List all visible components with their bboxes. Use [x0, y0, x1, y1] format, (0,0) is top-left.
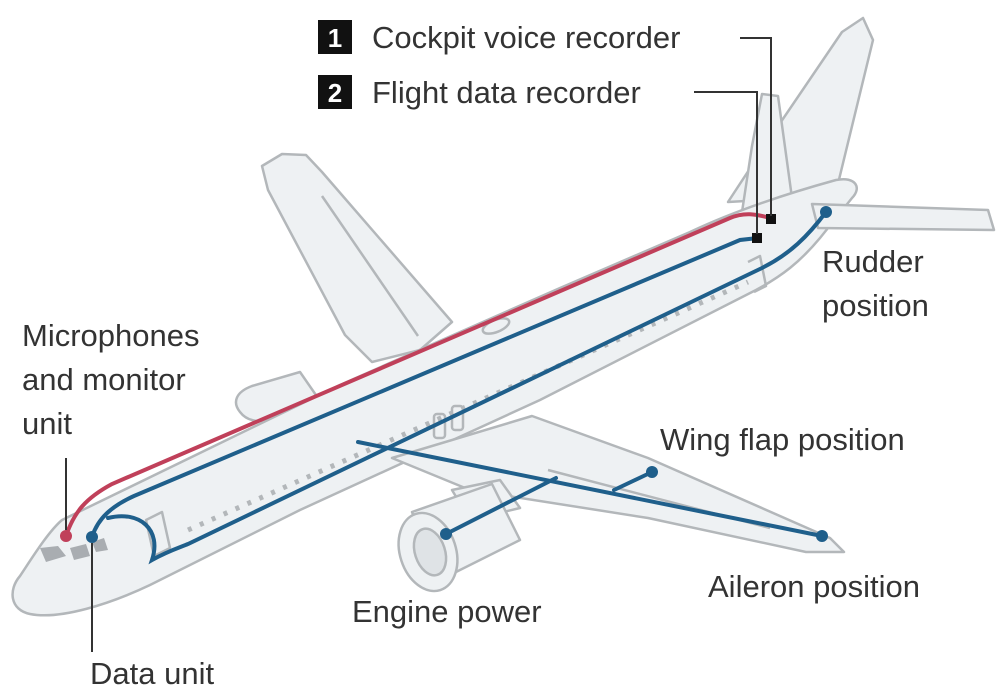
cockpit-voice-recorder-label: Cockpit voice recorder [372, 20, 680, 55]
badge-2 [318, 75, 352, 109]
rear-door [747, 254, 768, 294]
data-unit-label: Data unit [90, 656, 214, 691]
recorder-legend-2: 2 Flight data recorder [318, 75, 641, 110]
badge-1 [318, 20, 352, 54]
rudder-dot [820, 206, 832, 218]
far-wing [260, 152, 454, 364]
leader-lines [65, 37, 772, 652]
far-engine [234, 370, 320, 423]
data-recorder-marker [752, 233, 762, 243]
data-recorder-leader [694, 91, 758, 234]
engine-power-label: Engine power [352, 594, 542, 629]
microphones-dot [60, 530, 72, 542]
far-wing-flap-line [320, 195, 420, 337]
data-flap-branch [612, 470, 654, 492]
aileron-position-label: Aileron position [708, 569, 920, 604]
front-door [144, 510, 172, 558]
near-engine-intake-inner [412, 527, 448, 577]
flight-data-recorder-label: Flight data recorder [372, 75, 641, 110]
wing-flap-dot [646, 466, 658, 478]
data-loop-line [106, 210, 828, 565]
rudder-position-label: Rudder position [822, 244, 932, 323]
wing-flap-position-label: Wing flap position [660, 422, 905, 457]
data-engine-branch [444, 476, 558, 536]
near-horizontal-stabilizer [810, 202, 996, 232]
passenger-windows [186, 279, 750, 533]
data-unit-dot [86, 531, 98, 543]
cockpit-windows [40, 538, 108, 562]
airplane-illustration [11, 16, 996, 617]
voice-recorder-leader [740, 37, 772, 216]
microphones-label: Microphones and monitor unit [22, 318, 208, 441]
voice-recorder-marker [766, 214, 776, 224]
badge-2-number: 2 [328, 78, 342, 108]
recorder-legend-1: 1 Cockpit voice recorder [318, 20, 680, 55]
engine-dot [440, 528, 452, 540]
data-wing-branch [356, 440, 824, 538]
aileron-dot [816, 530, 828, 542]
data-recorder-line [90, 236, 760, 539]
badge-1-number: 1 [328, 23, 342, 53]
